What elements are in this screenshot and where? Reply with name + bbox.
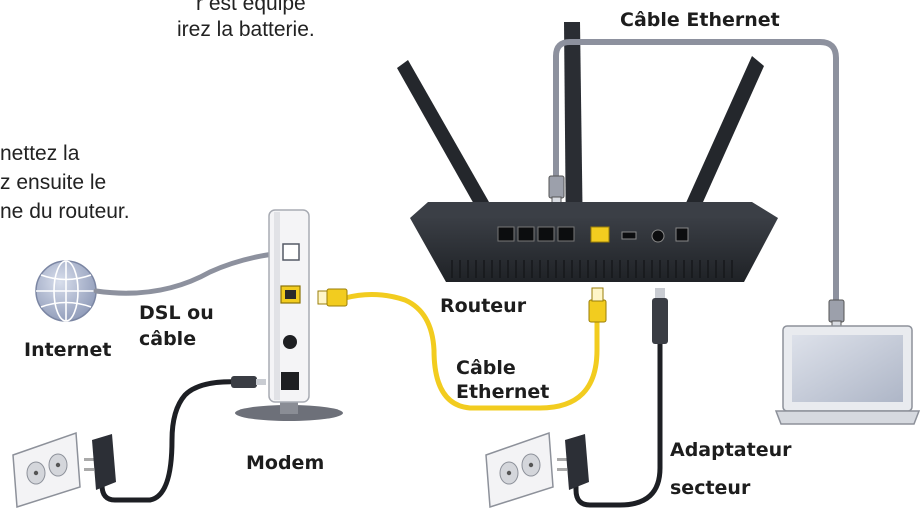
antenna-left bbox=[397, 60, 505, 236]
label-dsl-line-1: DSL ou bbox=[139, 302, 214, 324]
modem-power-cable bbox=[99, 379, 243, 503]
laptop-icon bbox=[774, 325, 921, 425]
router-usb-port bbox=[621, 231, 637, 240]
modem-power-button bbox=[283, 335, 297, 349]
label-ethernet-mid-line-2: Ethernet bbox=[456, 381, 550, 403]
router-power-plug bbox=[652, 288, 668, 344]
label-router: Routeur bbox=[440, 295, 527, 317]
router-internet-port bbox=[590, 226, 610, 243]
router-power-jack bbox=[675, 227, 689, 242]
ethernet-cable-top bbox=[553, 39, 839, 303]
label-dsl-line-2: câble bbox=[139, 328, 197, 350]
modem bbox=[235, 209, 343, 421]
laptop-base bbox=[774, 410, 921, 425]
power-adapter-left bbox=[84, 434, 116, 490]
globe-icon bbox=[35, 260, 97, 322]
modem-power-jack bbox=[281, 372, 299, 390]
router-power-button bbox=[651, 229, 665, 243]
label-ethernet-mid-line-1: Câble bbox=[456, 357, 516, 379]
modem-dsl-port bbox=[282, 243, 300, 261]
label-adapter-line-2: secteur bbox=[670, 477, 751, 499]
ethernet-plug-router bbox=[588, 287, 607, 323]
modem-power-plug bbox=[231, 376, 266, 388]
router bbox=[410, 202, 778, 282]
instruction-line-3: nettez la bbox=[0, 142, 80, 165]
ethernet-plug-modem bbox=[317, 288, 348, 307]
router-antennas bbox=[397, 22, 764, 244]
wall-outlet-right bbox=[485, 431, 554, 509]
dsl-cable bbox=[93, 249, 293, 296]
router-vents bbox=[451, 260, 733, 278]
ethernet-cable-mid bbox=[342, 292, 600, 411]
antenna-center bbox=[564, 22, 583, 244]
label-modem: Modem bbox=[246, 452, 325, 474]
wall-outlet-left bbox=[12, 431, 81, 509]
router-power-cable bbox=[573, 339, 663, 508]
instruction-line-2: irez la batterie. bbox=[177, 18, 315, 41]
router-top-surface bbox=[410, 202, 778, 218]
label-internet: Internet bbox=[24, 339, 112, 361]
instruction-line-4: z ensuite le bbox=[0, 171, 107, 194]
label-adapter-line-1: Adaptateur bbox=[670, 439, 792, 461]
power-adapter-right bbox=[557, 434, 589, 490]
antenna-right bbox=[672, 56, 764, 240]
laptop-screen bbox=[792, 335, 903, 402]
router-lan-ports bbox=[497, 226, 575, 242]
instruction-line-1: r est équipé bbox=[196, 0, 306, 15]
instruction-line-5: ne du routeur. bbox=[0, 200, 130, 223]
label-ethernet-top: Câble Ethernet bbox=[620, 9, 780, 31]
